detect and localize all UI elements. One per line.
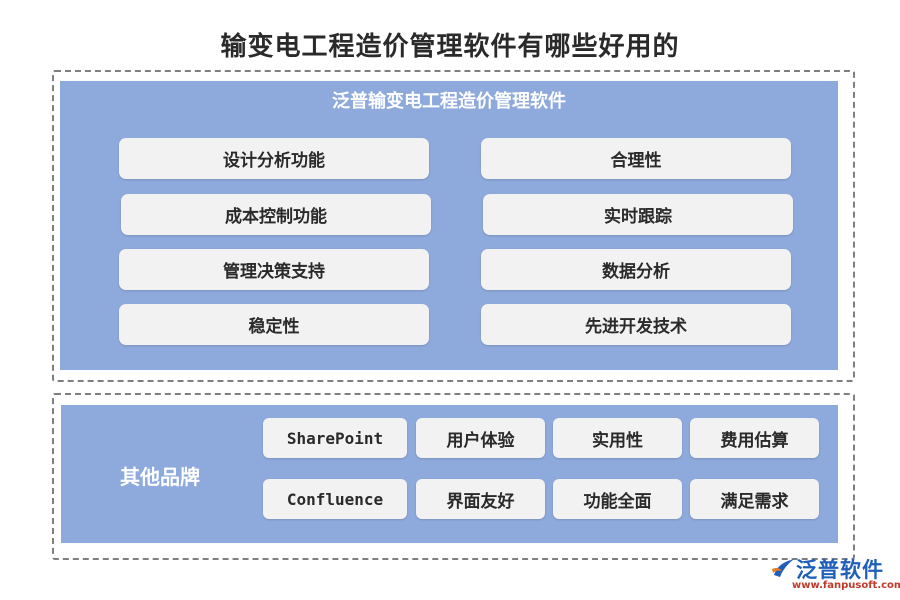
brand-chip: 界面友好	[416, 479, 545, 519]
feature-box: 先进开发技术	[481, 304, 791, 345]
brand-chip-confluence: Confluence	[263, 479, 407, 519]
other-brands-label: 其他品牌	[120, 465, 200, 489]
brand-chip: 实用性	[553, 418, 682, 458]
brand-chip: 功能全面	[553, 479, 682, 519]
logo-name: 泛普软件	[796, 558, 884, 582]
fanpu-logo: 泛普软件 www.fanpusoft.com	[768, 553, 900, 597]
feature-box: 稳定性	[119, 304, 429, 345]
feature-box: 设计分析功能	[119, 138, 429, 179]
feature-box: 合理性	[481, 138, 791, 179]
fanpu-logo-icon	[772, 559, 794, 577]
top-section-heading: 泛普输变电工程造价管理软件	[332, 91, 566, 112]
brand-chip: 满足需求	[690, 479, 819, 519]
feature-box: 实时跟踪	[483, 194, 793, 235]
brand-chip: 费用估算	[690, 418, 819, 458]
brand-chip: 用户体验	[416, 418, 545, 458]
brand-chip-sharepoint: SharePoint	[263, 418, 407, 458]
bottom-section-panel: 其他品牌 SharePoint 用户体验 实用性 费用估算 Confluence…	[61, 405, 838, 543]
top-section-frame	[52, 70, 855, 382]
feature-box: 数据分析	[481, 249, 791, 290]
logo-url: www.fanpusoft.com	[792, 580, 900, 591]
top-section-panel: 泛普输变电工程造价管理软件 设计分析功能 合理性 成本控制功能 实时跟踪 管理决…	[60, 81, 838, 370]
feature-box: 管理决策支持	[119, 249, 429, 290]
bottom-section-frame	[52, 393, 855, 560]
page-title: 输变电工程造价管理软件有哪些好用的	[220, 32, 680, 62]
feature-box: 成本控制功能	[121, 194, 431, 235]
